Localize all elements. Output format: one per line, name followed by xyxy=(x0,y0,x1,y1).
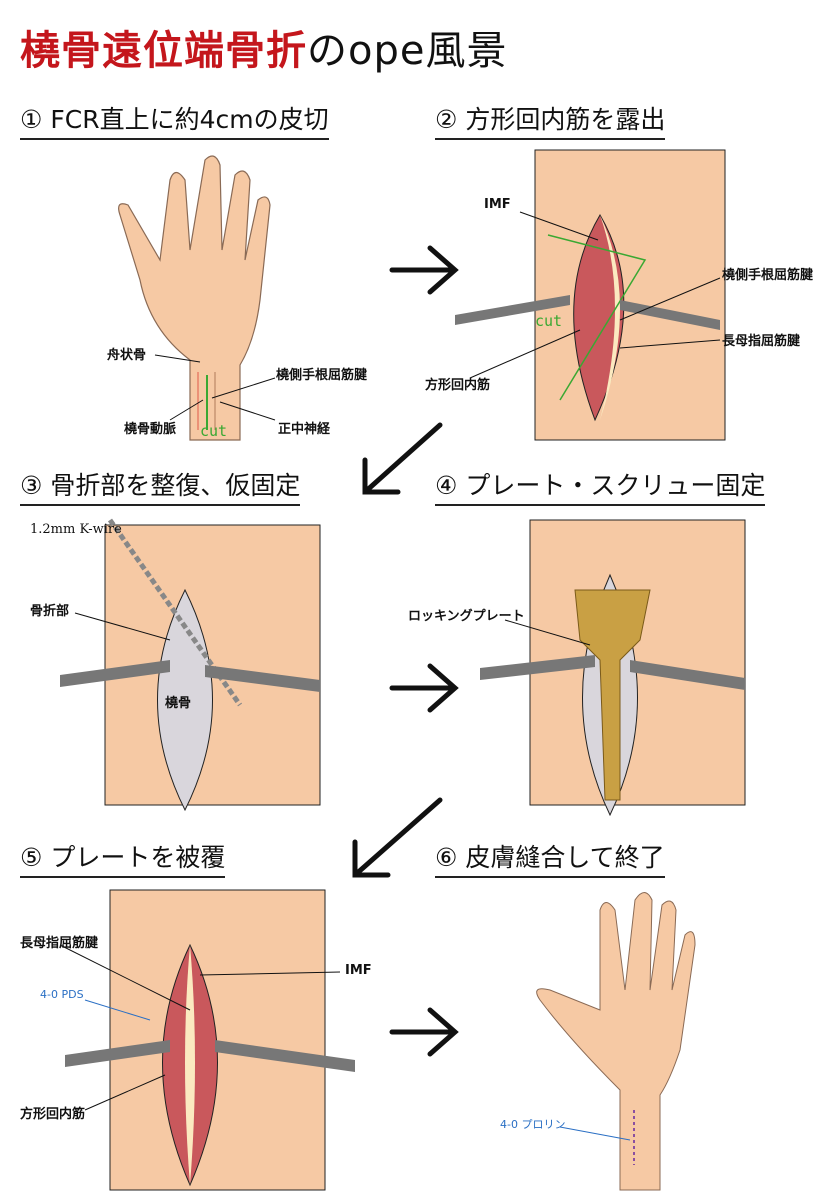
step-6-heading: ⑥ 皮膚縫合して終了 xyxy=(435,838,665,878)
forearm-illustration-2 xyxy=(455,149,726,441)
forearm-illustration-3 xyxy=(60,518,321,812)
step-2-heading: ② 方形回内筋を露出 xyxy=(435,100,666,140)
label-cut: cut xyxy=(200,422,228,440)
label-fcr: 橈側手根屈筋腱 xyxy=(276,368,368,383)
label-locking-plate: ロッキングプレート xyxy=(408,609,525,624)
label-median-nerve: 正中神経 xyxy=(278,422,331,437)
label-imf: IMF xyxy=(345,963,372,978)
step-3-heading: ③ 骨折部を整復、仮固定 xyxy=(20,466,301,506)
forearm-illustration-5 xyxy=(59,889,355,1191)
label-kwire: 1.2mm K-wire xyxy=(30,522,122,537)
label-fcr: 橈側手根屈筋腱 xyxy=(722,268,814,283)
hand-illustration-1 xyxy=(118,155,271,441)
leader-lines-1 xyxy=(154,354,276,421)
label-imf: IMF xyxy=(484,197,511,212)
label-radial-artery: 橈骨動脈 xyxy=(124,422,177,437)
title-black: のope風景 xyxy=(307,28,508,74)
step-4-heading: ④ プレート・スクリュー固定 xyxy=(435,466,766,506)
label-fracture: 骨折部 xyxy=(30,604,70,619)
arrows xyxy=(352,245,459,1057)
forearm-illustration-4 xyxy=(480,519,746,817)
label-scaphoid: 舟状骨 xyxy=(107,348,147,363)
step-1-heading: ① FCR直上に約4cmの皮切 xyxy=(20,100,329,140)
label-pds: 4-0 PDS xyxy=(40,988,84,1001)
page-title: 橈骨遠位端骨折のope風景 xyxy=(20,18,507,76)
label-cut: cut xyxy=(535,312,563,330)
label-pq: 方形回内筋 xyxy=(20,1107,86,1122)
label-fpl: 長母指屈筋腱 xyxy=(20,936,99,951)
step-5-heading: ⑤ プレートを被覆 xyxy=(20,838,226,878)
label-radius: 橈骨 xyxy=(165,696,192,711)
label-suture: 4-0 プロリン xyxy=(500,1118,566,1131)
hand-illustration-6 xyxy=(536,892,696,1191)
label-fpl: 長母指屈筋腱 xyxy=(722,334,801,349)
title-red: 橈骨遠位端骨折 xyxy=(20,28,307,74)
label-pq: 方形回内筋 xyxy=(425,378,491,393)
